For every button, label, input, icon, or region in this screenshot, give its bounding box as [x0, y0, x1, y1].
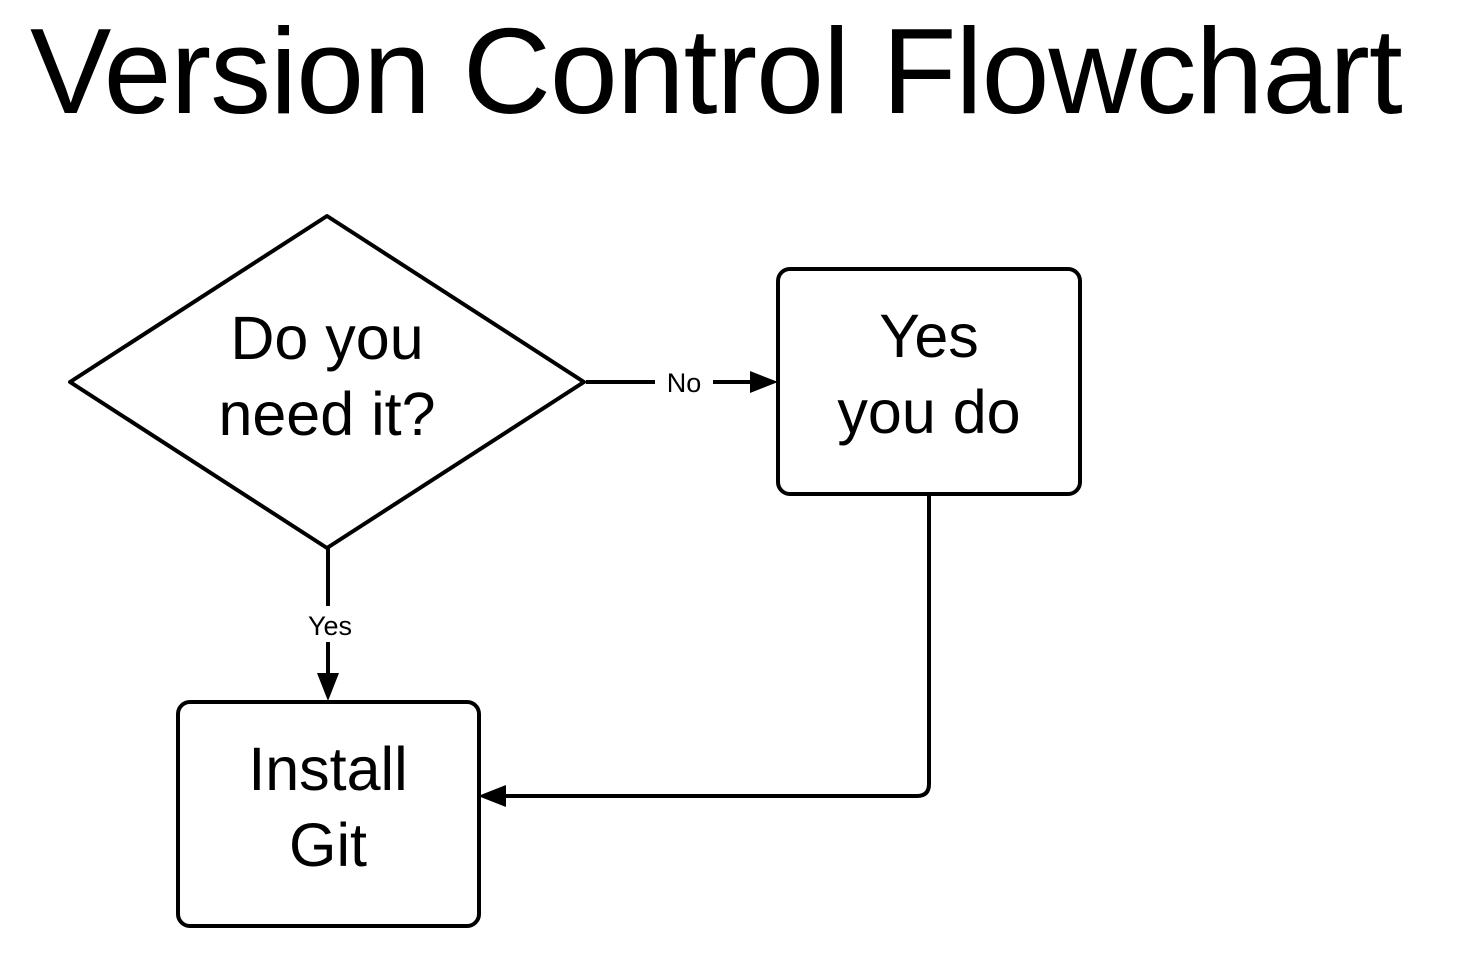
node-decision-need-it[interactable]: Do you need it?	[68, 214, 586, 550]
edge-yes-label: Yes	[308, 611, 352, 641]
node-decision-line-2: need it?	[218, 380, 435, 448]
edge-no-label: No	[667, 368, 702, 398]
edge-no-label-backdrop	[655, 364, 713, 400]
edge-loop-line	[505, 494, 931, 798]
install-git-box	[176, 700, 481, 928]
edge-loop[interactable]	[478, 494, 931, 807]
node-decision-line-1: Do you	[230, 304, 423, 372]
node-install-git-line-2: Git	[289, 811, 367, 879]
edge-yes[interactable]: Yes	[299, 548, 361, 701]
edge-no-arrowhead-icon	[750, 371, 778, 393]
node-install-git-line-1: Install	[248, 735, 407, 803]
page-title: Version Control Flowchart	[30, 3, 1403, 139]
node-yes-you-do-line-1: Yes	[879, 302, 979, 370]
edge-no[interactable]: No	[586, 364, 778, 400]
node-yes-you-do-line-2: you do	[837, 378, 1020, 446]
edge-yes-arrowhead-icon	[317, 673, 339, 701]
edge-yes-label-backdrop	[299, 606, 361, 642]
node-install-git[interactable]: Install Git	[176, 700, 481, 928]
edge-loop-arrowhead-icon	[478, 785, 506, 807]
node-yes-you-do[interactable]: Yes you do	[776, 267, 1082, 496]
